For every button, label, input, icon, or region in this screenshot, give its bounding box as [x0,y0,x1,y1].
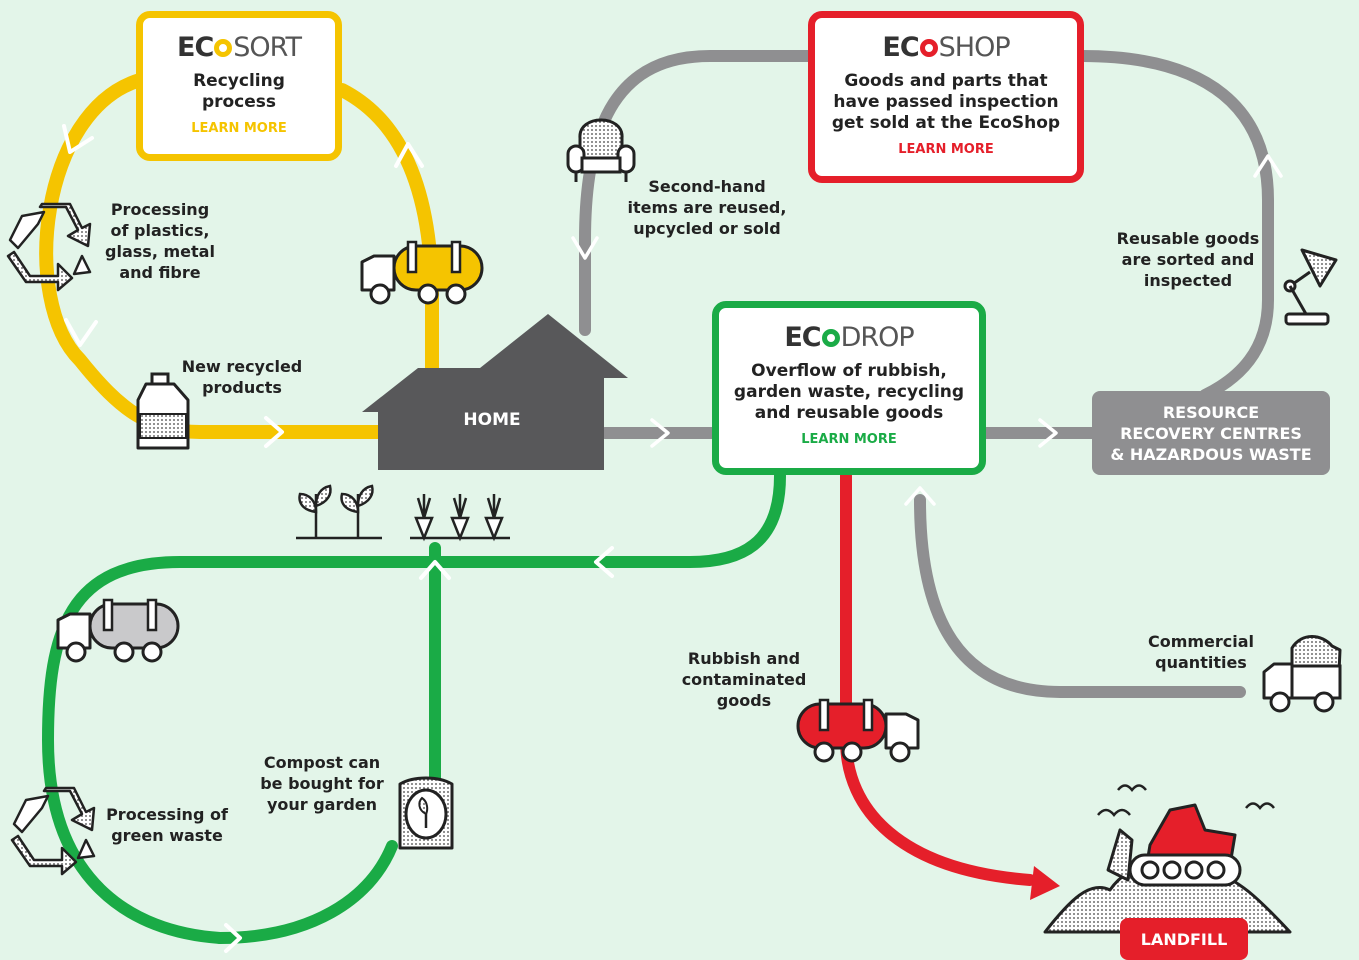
grey-arrows [571,154,1283,506]
bird-icon [1097,808,1131,817]
bird-icon [1117,784,1147,793]
compost-bag-icon [398,776,454,850]
ecosort-learn-more-link[interactable]: LEARN MORE [191,121,287,136]
yellow-arrows [62,124,424,448]
ecodrop-learn-more-link[interactable]: LEARN MORE [801,432,897,447]
recycle-icon [10,786,96,876]
red-arrowhead [1030,866,1060,900]
grey-lines [579,50,1274,698]
recycle-icon [6,202,92,292]
ecodrop-description: Overflow of rubbish,garden waste, recycl… [733,361,965,423]
lamp-icon [1283,248,1338,326]
green-arrows [224,546,614,953]
carrot-icon [410,494,510,542]
dump-truck-icon [1262,635,1342,713]
bird-icon [1245,802,1275,811]
landfill-box [1120,918,1248,960]
resource-box [1092,391,1330,475]
green-lines [41,470,786,944]
home-house [362,314,628,470]
landfill-scene [1043,784,1292,960]
bottle-icon [136,372,190,450]
truck-icon [360,240,484,305]
truck-icon [796,698,920,763]
plant-icon [296,484,382,540]
truck-icon [56,598,180,663]
landfill-label[interactable]: LANDFILL [1140,930,1228,949]
home-label: HOME [463,410,521,430]
ecoshop-learn-more-link[interactable]: LEARN MORE [898,142,994,157]
armchair-icon [566,118,636,182]
